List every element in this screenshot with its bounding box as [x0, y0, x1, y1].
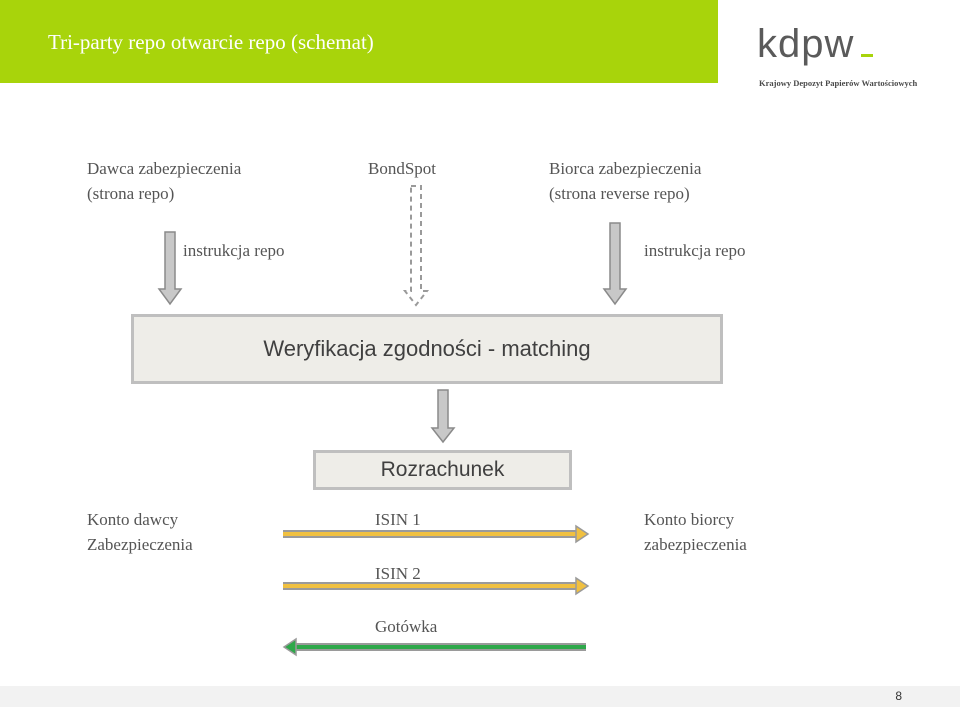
instruction-right-label: instrukcja repo: [644, 241, 746, 260]
flow-cash-arrow: [282, 637, 586, 657]
instruction-right-arrow: [602, 222, 628, 306]
flow-isin1-arrow: [283, 524, 590, 544]
party-left-line2: (strona repo): [87, 184, 175, 203]
matching-box: Weryfikacja zgodności - matching: [131, 314, 723, 384]
account-right: Konto biorcy zabezpieczenia: [644, 507, 747, 557]
flow-isin2-arrow: [283, 576, 590, 596]
flow-isin1-label: ISIN 1: [375, 510, 421, 529]
party-left: Dawca zabezpieczenia (strona repo): [87, 156, 241, 206]
account-right-line2: zabezpieczenia: [644, 535, 747, 554]
flow-cash-label: Gotówka: [375, 617, 438, 636]
party-right: Biorca zabezpieczenia (strona reverse re…: [549, 156, 701, 206]
slide-title: Tri-party repo otwarcie repo (schemat): [48, 30, 374, 54]
matching-box-label: Weryfikacja zgodności - matching: [263, 336, 591, 361]
bondspot-dashed-arrow: [402, 185, 430, 307]
logo-accent-bar: [861, 54, 873, 57]
instruction-left-label: instrukcja repo: [183, 241, 285, 260]
party-left-line1: Dawca zabezpieczenia: [87, 159, 242, 178]
matching-to-settlement-arrow: [430, 389, 456, 444]
party-center: BondSpot: [368, 159, 437, 178]
settlement-box-label: Rozrachunek: [380, 458, 505, 481]
flow-isin2-label: ISIN 2: [375, 564, 421, 583]
account-right-line1: Konto biorcy: [644, 510, 735, 529]
logo-subtitle: Krajowy Depozyt Papierów Wartościowych: [759, 78, 918, 88]
instruction-left-arrow: [157, 231, 183, 306]
party-right-line2: (strona reverse repo): [549, 184, 690, 203]
footer-bar: 8: [0, 686, 960, 707]
page-number: 8: [895, 689, 902, 703]
account-left-line1: Konto dawcy: [87, 510, 179, 529]
account-left-line2: Zabezpieczenia: [87, 535, 193, 554]
party-right-line1: Biorca zabezpieczenia: [549, 159, 702, 178]
kdpw-logo: kdpw Krajowy Depozyt Papierów Wartościow…: [757, 24, 937, 94]
logo-wordmark: kdpw: [757, 22, 855, 66]
settlement-box: Rozrachunek: [313, 450, 572, 490]
header-bar: Tri-party repo otwarcie repo (schemat): [0, 0, 718, 83]
account-left: Konto dawcy Zabezpieczenia: [87, 507, 193, 557]
